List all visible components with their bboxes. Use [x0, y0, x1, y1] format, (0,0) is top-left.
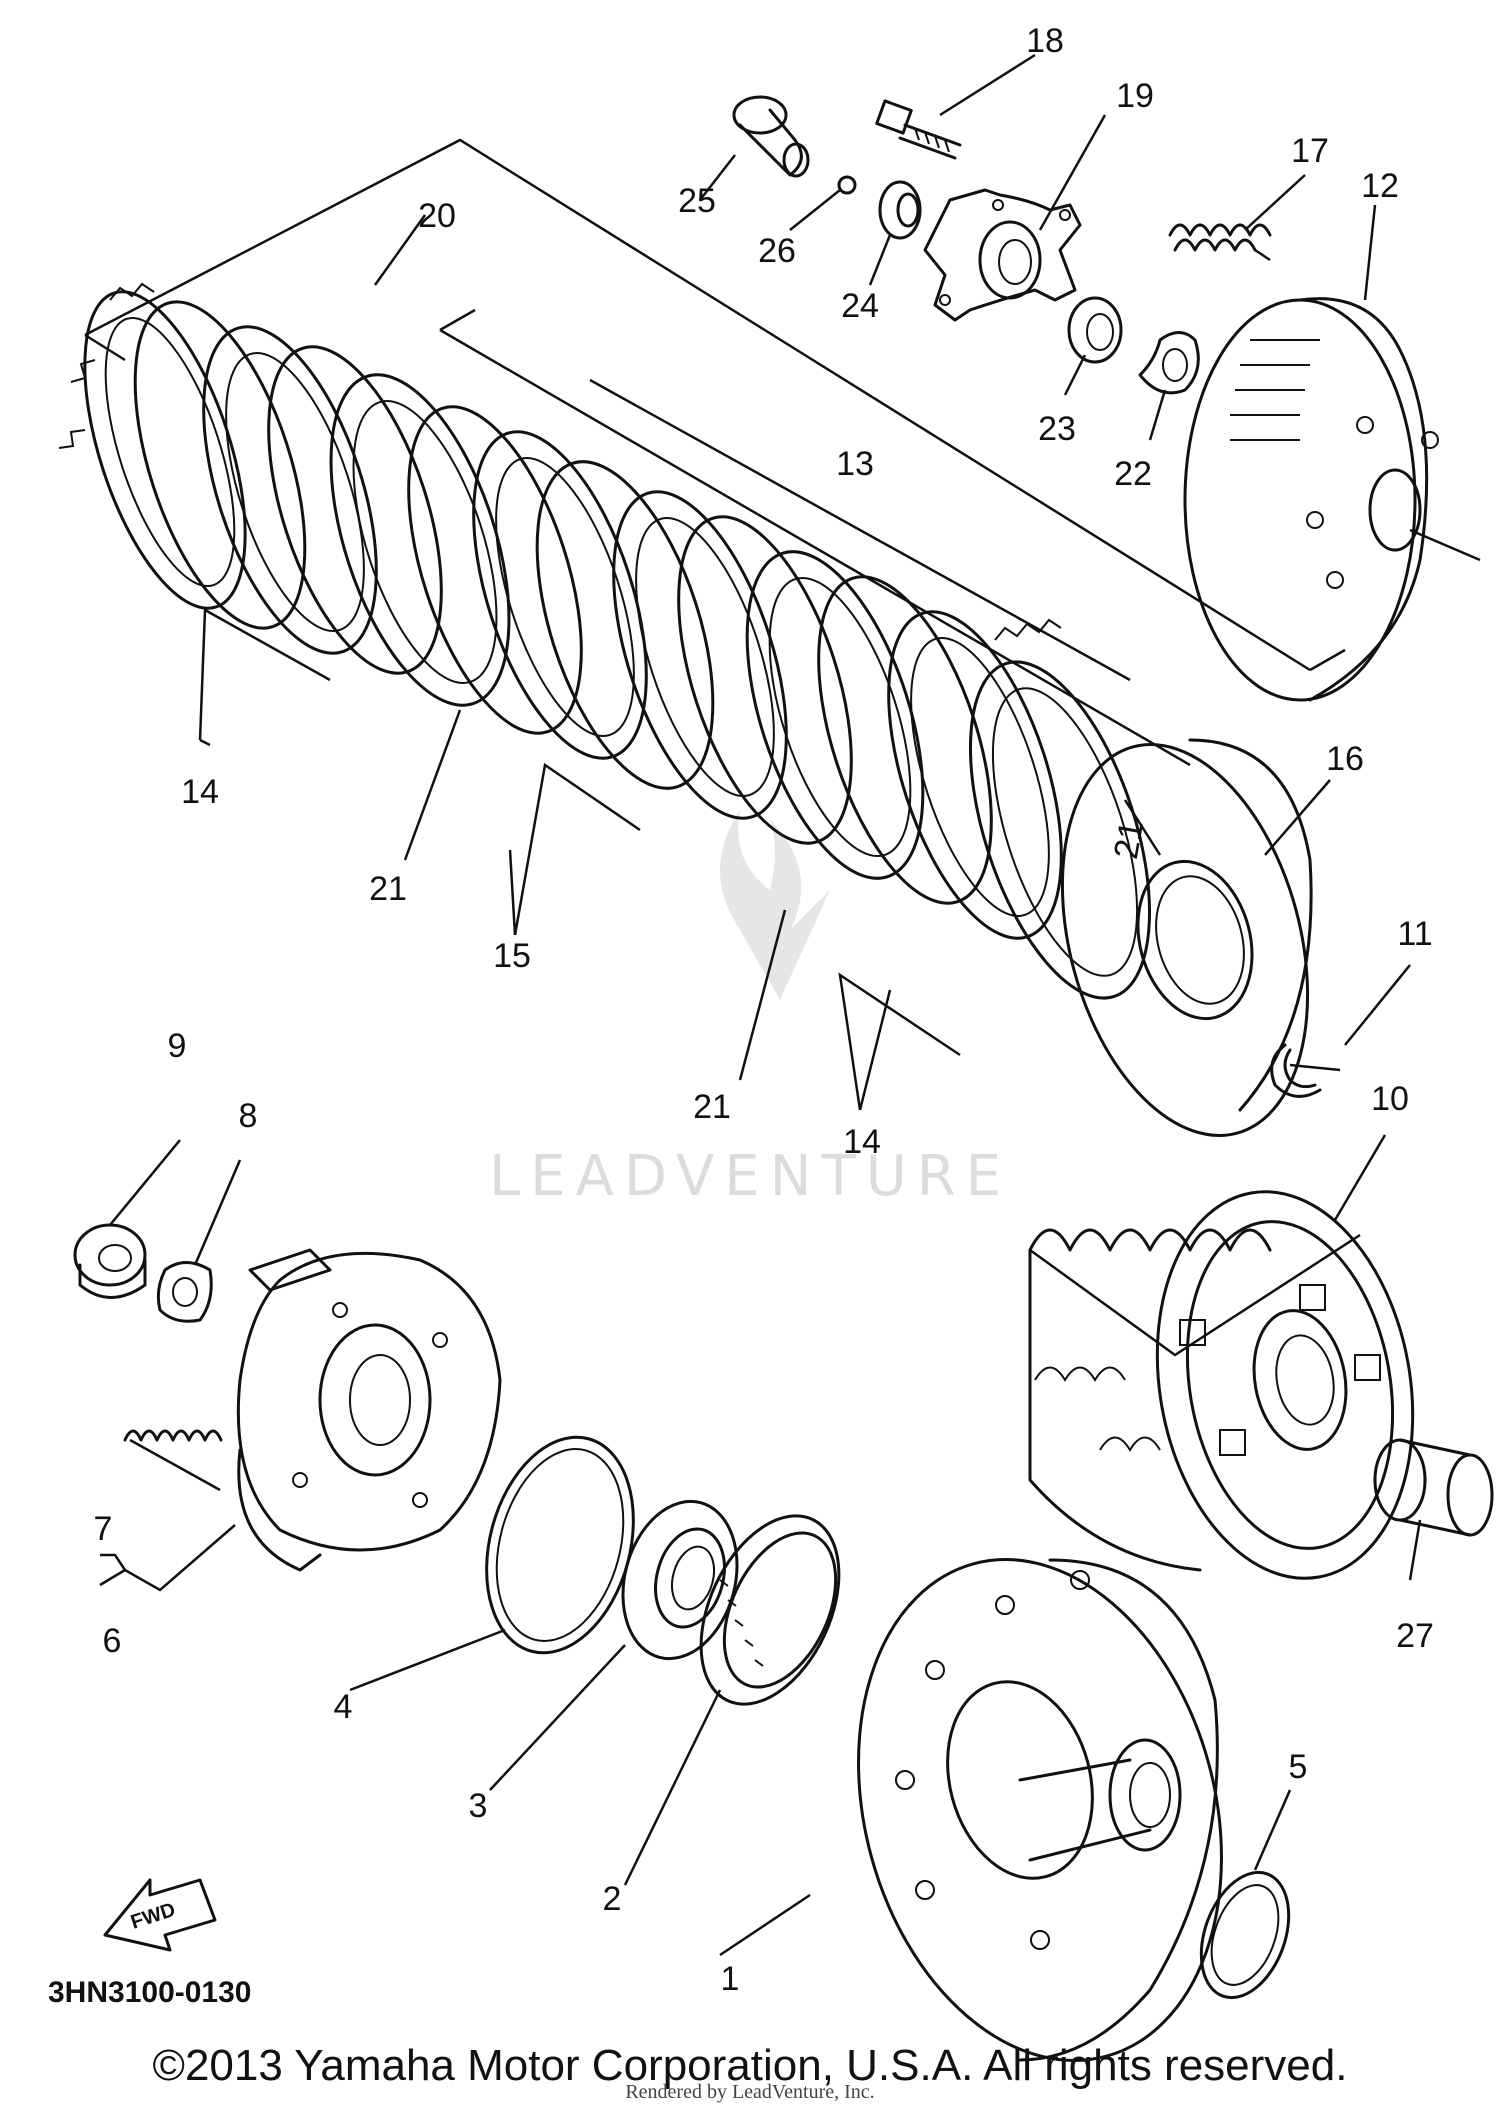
- forward-arrow-icon: [103, 1878, 217, 1952]
- part-circlip-11: [1270, 1043, 1341, 1098]
- part-washer-5: [1199, 1870, 1291, 2000]
- part-spring-7: [123, 1429, 223, 1492]
- clutch-plate-stack: [58, 282, 1152, 1000]
- callout-26: 26: [758, 232, 796, 270]
- part-nut-9: [73, 1223, 147, 1299]
- callout-12: 12: [1361, 167, 1399, 205]
- drawing-code: 3HN3100-0130: [48, 1976, 251, 2009]
- callout-18: 18: [1026, 22, 1064, 60]
- watermark: LEADVENTURE: [489, 810, 1011, 1209]
- callout-1: 1: [721, 1960, 740, 1998]
- part-clutch-housing-10: [1028, 1190, 1415, 1580]
- callouts: 1 2 3 4 5 6 7 8 9 10 11 12 13 14 14 15 1…: [94, 22, 1434, 1998]
- callout-21-left: 21: [369, 870, 407, 908]
- callout-23: 23: [1038, 410, 1076, 448]
- callout-10: 10: [1371, 1080, 1409, 1118]
- callout-14-left: 14: [181, 773, 219, 811]
- callout-16: 16: [1326, 740, 1364, 778]
- callout-17: 17: [1291, 132, 1329, 170]
- fwd-arrow: FWD: [103, 1878, 217, 1952]
- part-pin-25: [732, 95, 810, 178]
- watermark-text: LEADVENTURE: [489, 1144, 1011, 1209]
- callout-21-right: 21: [1107, 818, 1151, 862]
- fwd-label: FWD: [128, 1899, 178, 1934]
- part-collar-27: [1373, 1438, 1494, 1537]
- callout-7: 7: [94, 1510, 113, 1548]
- callout-3: 3: [469, 1787, 488, 1825]
- part-centrifugal-clutch-6: [236, 1248, 502, 1572]
- callout-14-right: 14: [843, 1123, 881, 1161]
- callout-13: 13: [836, 445, 874, 483]
- callout-21-center: 21: [693, 1088, 731, 1126]
- rendered-by-notice: Rendered by LeadVenture, Inc.: [625, 2081, 874, 2103]
- callout-11: 11: [1397, 915, 1432, 953]
- callout-25: 25: [678, 182, 716, 220]
- part-bearing-24: [878, 180, 922, 240]
- callout-27: 27: [1396, 1617, 1434, 1655]
- group-brackets: [84, 138, 1361, 1357]
- part-washer-23: [1067, 296, 1123, 364]
- callout-4: 4: [334, 1688, 353, 1726]
- callout-19: 19: [1116, 77, 1154, 115]
- part-bolt-18: [875, 99, 962, 160]
- callout-6: 6: [103, 1622, 122, 1660]
- callout-20: 20: [418, 197, 456, 235]
- callout-5: 5: [1289, 1748, 1308, 1786]
- part-clutch-boss-12: [1183, 297, 1481, 702]
- part-o-ring-4: [485, 1435, 635, 1655]
- part-lock-washer-22: [1138, 331, 1200, 395]
- callout-15: 15: [493, 937, 531, 975]
- part-primary-drive-gear-1: [857, 1558, 1223, 2062]
- copyright-notice: ©2013 Yamaha Motor Corporation, U.S.A. A…: [153, 2041, 1348, 2090]
- part-lock-washer-8: [156, 1261, 213, 1323]
- part-pressure-plate-19: [923, 188, 1082, 322]
- part-bearing-3: [621, 1499, 739, 1661]
- callout-2: 2: [603, 1880, 622, 1918]
- part-ball-26: [837, 175, 857, 195]
- callout-24: 24: [841, 287, 879, 325]
- callout-8: 8: [239, 1097, 258, 1135]
- callout-9: 9: [168, 1027, 187, 1065]
- part-spring-17: [1168, 223, 1272, 262]
- callout-22: 22: [1114, 455, 1152, 493]
- watermark-logo-icon: [720, 810, 830, 1000]
- leader-lines: [99, 53, 1422, 1957]
- part-one-way-clutch-2: [699, 1514, 841, 1706]
